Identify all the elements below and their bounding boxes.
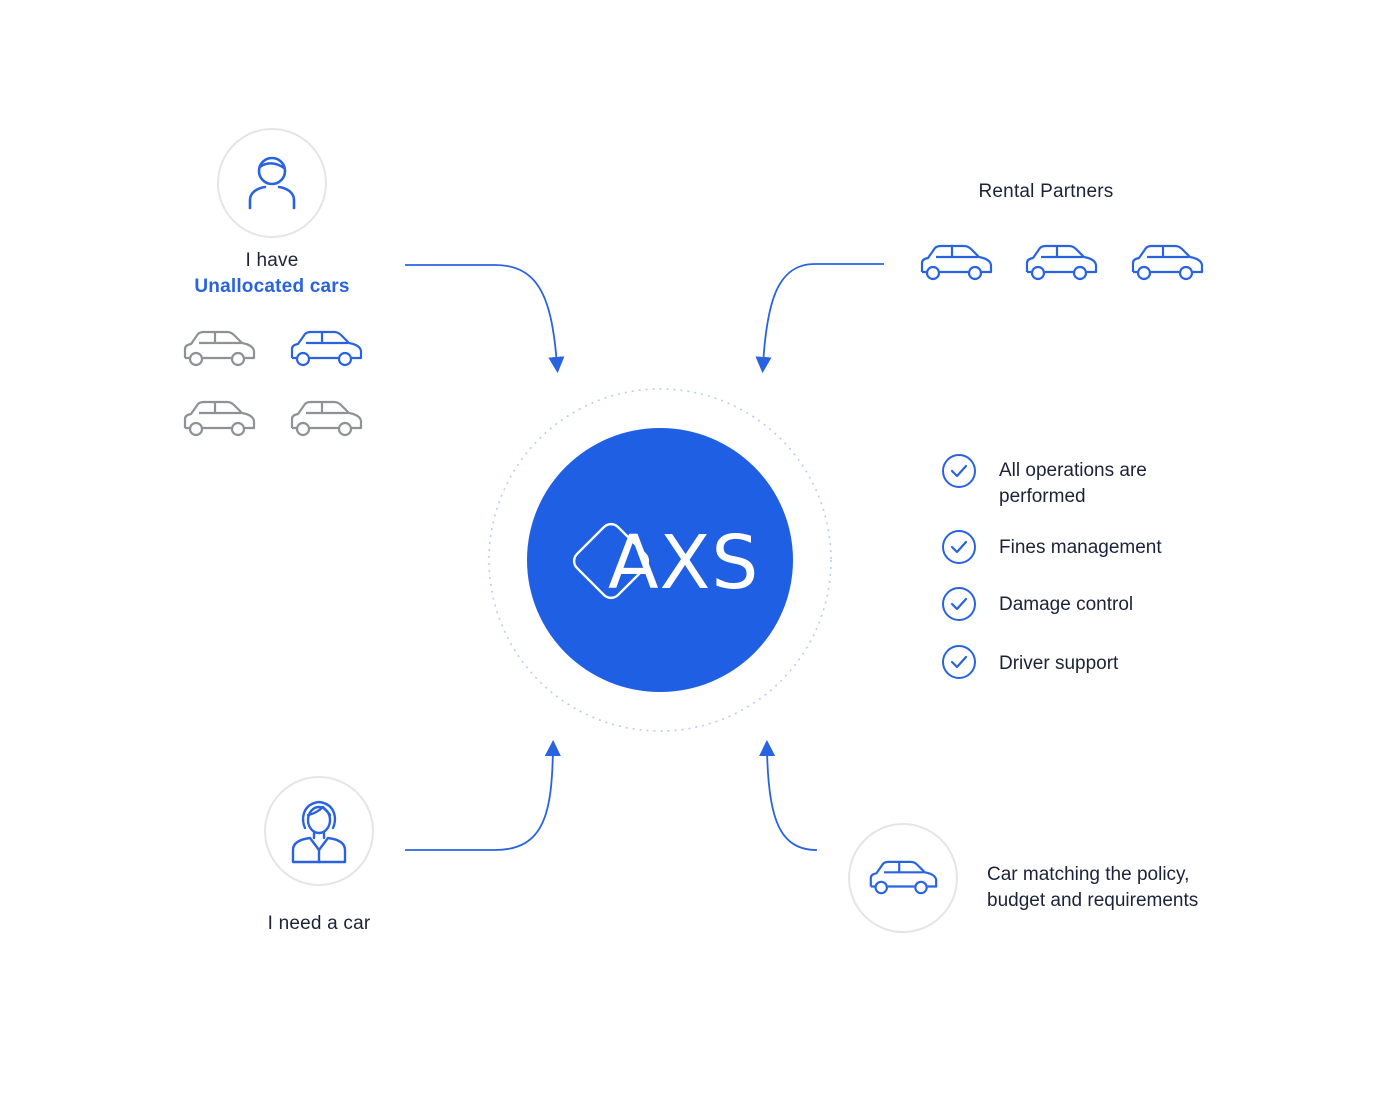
hub-dotted-ring <box>488 388 832 732</box>
arrow-owner-to-hub <box>405 264 565 374</box>
feature-line: performed <box>999 486 1086 507</box>
rental-car-2 <box>1022 242 1100 289</box>
arrow-match-to-hub <box>759 739 818 851</box>
owner-car-1 <box>181 328 257 375</box>
rental-title: Rental Partners <box>978 181 1114 202</box>
check-icon <box>942 645 976 679</box>
feature-item-operations: All operations are performed <box>999 458 1147 510</box>
arrow-seeker-to-hub <box>405 739 561 851</box>
owner-car-4 <box>288 398 364 445</box>
feature-item-fines: Fines management <box>999 537 1162 558</box>
car-icon <box>1131 244 1204 281</box>
owner-car-3 <box>181 398 257 445</box>
axs-logo-diamond <box>572 522 650 600</box>
check-icon <box>942 454 976 488</box>
rental-car-1 <box>917 242 995 289</box>
rental-car-3 <box>1128 242 1206 289</box>
match-label: Car matching the policy, budget and requ… <box>987 862 1198 914</box>
owner-sublabel: Unallocated cars <box>194 276 350 297</box>
arrow-rental-to-hub <box>755 263 884 374</box>
owner-label: I have <box>245 250 299 271</box>
feature-line: All operations are <box>999 460 1147 481</box>
axs-logo-text: AXS <box>608 520 760 606</box>
match-avatar <box>848 823 958 933</box>
feature-item-damage: Damage control <box>999 594 1134 615</box>
car-icon <box>920 244 993 281</box>
car-icon <box>869 860 938 895</box>
seeker-avatar <box>264 776 374 886</box>
car-icon <box>1025 244 1098 281</box>
seeker-label: I need a car <box>267 913 371 934</box>
woman-icon <box>291 800 347 864</box>
owner-car-2 <box>288 328 364 375</box>
car-icon <box>290 400 363 437</box>
match-line: budget and requirements <box>987 890 1199 911</box>
person-icon <box>248 156 296 210</box>
owner-avatar <box>217 128 327 238</box>
car-icon <box>183 400 256 437</box>
check-icon <box>942 530 976 564</box>
car-icon <box>183 330 256 367</box>
match-line: Car matching the policy, <box>987 864 1190 885</box>
check-icon <box>942 587 976 621</box>
car-icon <box>290 330 363 367</box>
axs-hub <box>527 428 793 692</box>
feature-item-driver: Driver support <box>999 653 1119 674</box>
